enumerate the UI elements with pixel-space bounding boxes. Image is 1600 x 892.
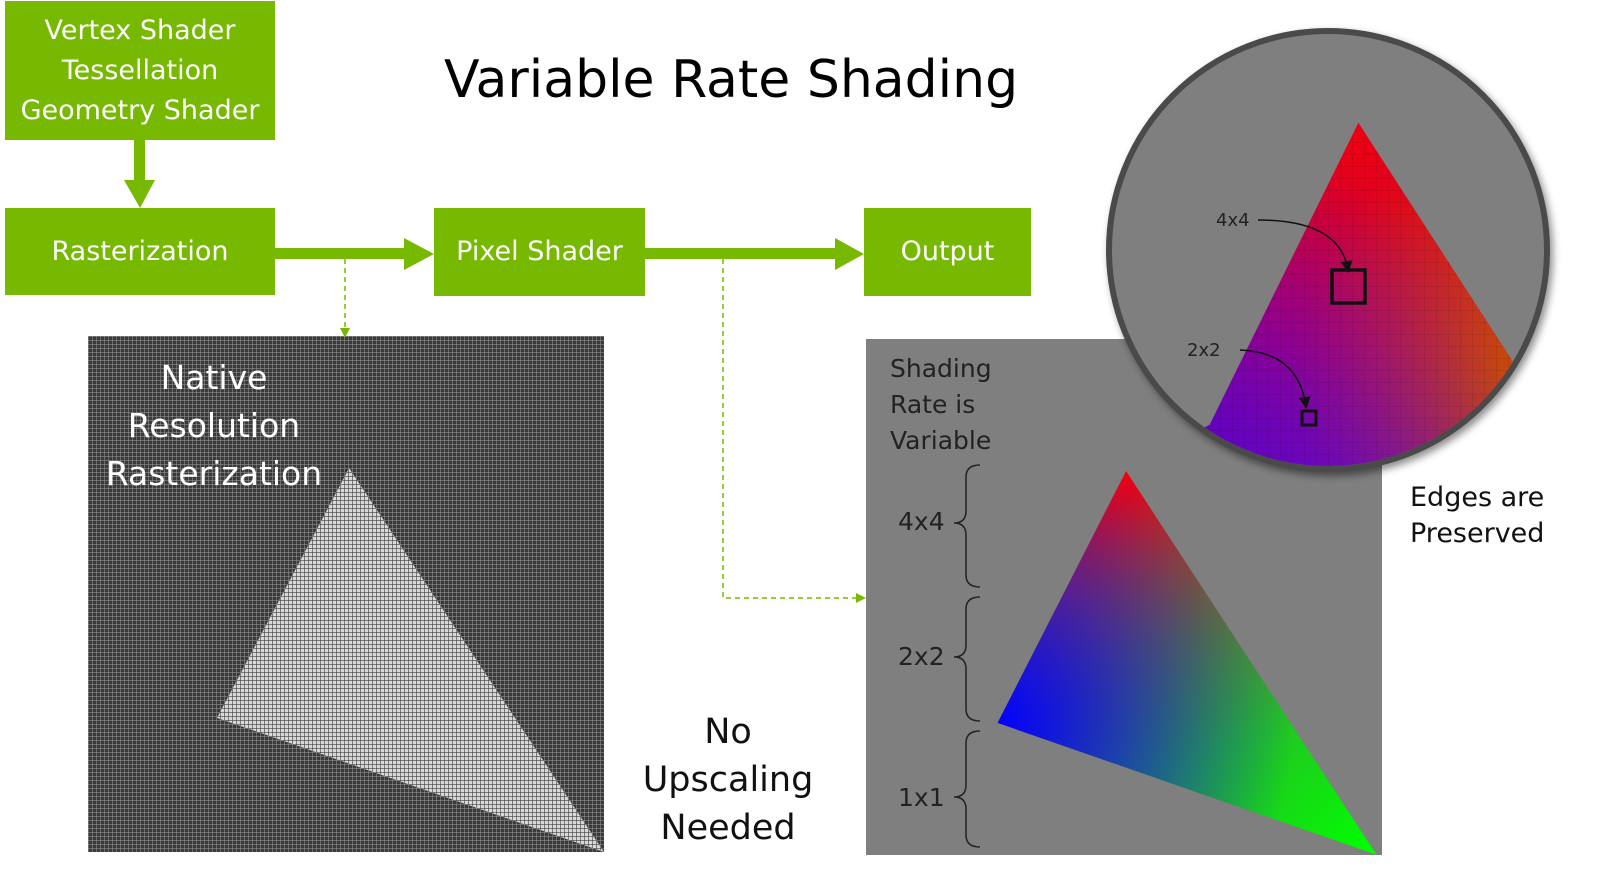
stage-geometry-shader-label: Geometry Shader: [20, 94, 260, 126]
stage-tessellation-label: Tessellation: [61, 54, 219, 86]
stage-vertex-shader-label: Vertex Shader: [44, 14, 236, 46]
native-resolution-panel: Native Resolution Rasterization: [88, 336, 604, 852]
dashed-link-vrs: [722, 259, 858, 599]
edges-note-line-1: Edges are: [1410, 482, 1545, 513]
native-label-line-3: Rasterization: [105, 454, 323, 493]
edges-preserved-note: Edges are Preserved: [1410, 480, 1544, 552]
rate-label-1x1: 1x1: [898, 783, 945, 812]
shading-rate-label: Shading Rate is Variable: [890, 351, 992, 459]
no-upscaling-note: No Upscaling Needed: [640, 708, 816, 852]
magnifier-circle: 4x4 2x2: [1106, 28, 1550, 472]
shading-rate-line-1: Shading: [890, 354, 992, 383]
stage-rasterization-label: Rasterization: [51, 235, 229, 267]
stage-geometry-box: Vertex Shader Tessellation Geometry Shad…: [5, 1, 275, 140]
arrow-raster-to-pixel-head: [404, 238, 434, 270]
no-upscale-line-3: Needed: [660, 808, 796, 848]
dashed-link-vrs-head: [856, 593, 866, 603]
shading-rate-line-3: Variable: [890, 426, 992, 455]
arrow-raster-to-pixel-shaft: [275, 248, 406, 259]
native-label-line-2: Resolution: [127, 406, 301, 445]
stage-pixel-shader-label: Pixel Shader: [456, 236, 623, 267]
native-label-line-1: Native: [160, 358, 268, 397]
no-upscale-line-2: Upscaling: [642, 760, 814, 800]
dashed-link-native-head: [340, 328, 350, 338]
native-resolution-label: Native Resolution Rasterization: [88, 354, 340, 498]
arrow-geometry-to-raster-head: [124, 180, 155, 208]
arrow-pixel-to-output-shaft: [645, 248, 837, 259]
edges-note-line-2: Preserved: [1410, 518, 1545, 549]
rate-label-2x2: 2x2: [898, 642, 945, 671]
magnifier-callouts: [1239, 219, 1367, 427]
shading-rate-line-2: Rate is: [890, 390, 976, 419]
rate-label-4x4: 4x4: [898, 507, 945, 536]
stage-output-label: Output: [900, 236, 995, 267]
stage-output-box: Output: [864, 208, 1031, 296]
stage-rasterization-box: Rasterization: [5, 208, 275, 295]
stage-pixel-shader-box: Pixel Shader: [434, 208, 645, 296]
diagram-title: Variable Rate Shading: [444, 50, 1019, 110]
magnifier-rate-4x4: 4x4: [1216, 210, 1250, 231]
rate-brackets: [953, 464, 981, 848]
magnifier-rate-2x2: 2x2: [1187, 340, 1221, 361]
no-upscale-line-1: No: [704, 712, 752, 752]
arrow-pixel-to-output-head: [835, 238, 864, 270]
arrow-geometry-to-raster-shaft: [134, 140, 145, 182]
